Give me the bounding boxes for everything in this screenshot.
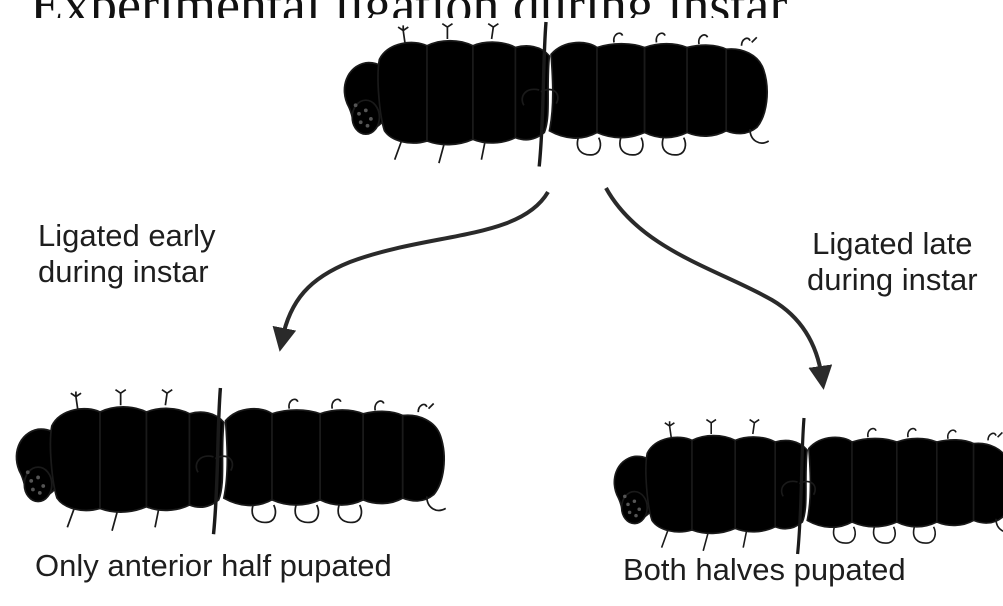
larva-early-ligation — [16, 388, 445, 534]
label-ligated-late: Ligated late during instar — [807, 226, 978, 298]
larva-unligated-top — [344, 22, 768, 167]
arrow-late — [606, 188, 822, 378]
caption-anterior-pupated: Only anterior half pupated — [35, 548, 392, 584]
label-late-line2: during instar — [807, 262, 978, 298]
arrow-early — [282, 192, 548, 340]
caption-both-pupated: Both halves pupated — [623, 552, 906, 588]
larva-late-ligation — [614, 418, 1003, 554]
label-early-line2: during instar — [38, 254, 216, 290]
label-early-line1: Ligated early — [38, 218, 216, 254]
label-ligated-early: Ligated early during instar — [38, 218, 216, 290]
label-late-line1: Ligated late — [807, 226, 978, 262]
